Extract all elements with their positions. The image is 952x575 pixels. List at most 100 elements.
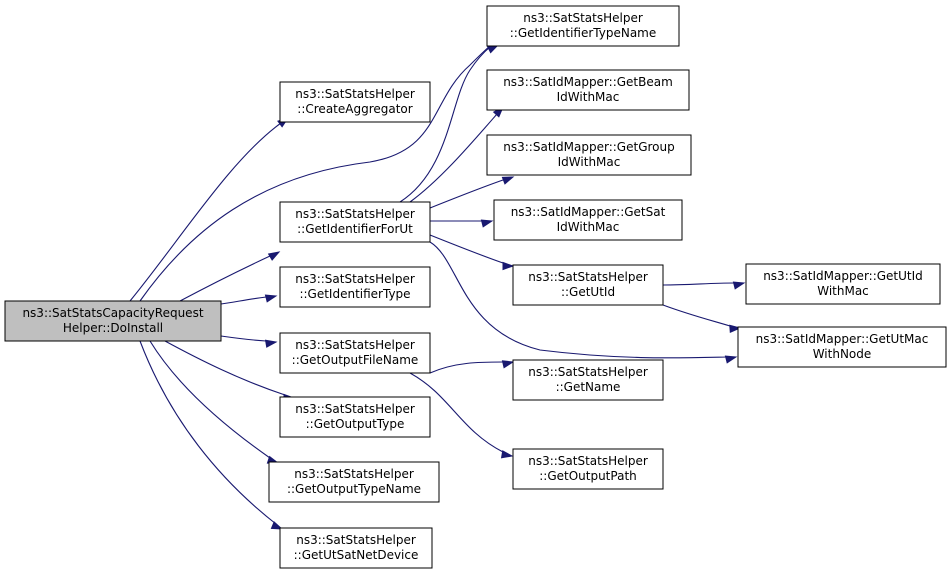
node-box bbox=[279, 332, 431, 374]
node-label-line: ::GetOutputTypeName bbox=[287, 482, 421, 496]
edge-line bbox=[139, 340, 277, 525]
node-getOutTypeName[interactable]: ns3::SatStatsHelper::GetOutputTypeName bbox=[268, 461, 440, 503]
node-label-line: ns3::SatStatsHelper bbox=[528, 270, 648, 284]
arrowhead-icon bbox=[267, 251, 281, 261]
edge-line bbox=[149, 340, 271, 459]
node-getIdType[interactable]: ns3::SatStatsHelper::GetIdentifierType bbox=[279, 266, 431, 308]
edge-getIdForUt-to-getUtId bbox=[429, 234, 515, 271]
edge-line bbox=[179, 255, 271, 302]
node-label-line: IdWithMac bbox=[557, 220, 620, 234]
edge-getOutFile-to-getOutPath bbox=[409, 372, 514, 459]
node-label-line: Helper::DoInstall bbox=[63, 321, 163, 335]
arrowhead-icon bbox=[480, 219, 494, 228]
node-label-line: ::GetOutputType bbox=[306, 417, 405, 431]
arrowhead-icon bbox=[724, 355, 738, 364]
node-getUtId[interactable]: ns3::SatStatsHelper::GetUtId bbox=[512, 264, 664, 306]
edge-getIdForUt-to-utMacNode bbox=[429, 241, 738, 364]
edge-line bbox=[409, 113, 498, 203]
node-getOutFile[interactable]: ns3::SatStatsHelper::GetOutputFileName bbox=[279, 332, 431, 374]
node-box bbox=[486, 134, 692, 176]
edge-line bbox=[129, 122, 282, 302]
node-getUtSat[interactable]: ns3::SatStatsHelper::GetUtSatNetDevice bbox=[279, 527, 433, 569]
node-box bbox=[737, 326, 947, 368]
node-label-line: ::GetOutputPath bbox=[539, 469, 637, 483]
node-label-line: ::GetIdentifierForUt bbox=[297, 222, 413, 236]
node-label-line: ::GetOutputFileName bbox=[292, 353, 419, 367]
node-box bbox=[745, 263, 941, 305]
node-getName[interactable]: ns3::SatStatsHelper::GetName bbox=[512, 359, 664, 401]
node-box bbox=[512, 448, 664, 490]
arrowhead-icon bbox=[729, 324, 742, 333]
node-box bbox=[279, 266, 431, 308]
edge-line bbox=[429, 361, 504, 374]
node-label-line: ::GetIdentifierTypeName bbox=[510, 26, 657, 40]
node-label-line: ::CreateAggregator bbox=[297, 102, 412, 116]
node-label-line: ns3::SatStatsHelper bbox=[294, 467, 414, 481]
edge-line bbox=[220, 335, 267, 342]
node-root[interactable]: ns3::SatStatsCapacityRequestHelper::DoIn… bbox=[4, 300, 222, 342]
node-label-line: ::GetIdentifierType bbox=[299, 287, 410, 301]
edge-getUtId-to-utIdMac bbox=[662, 281, 746, 290]
edge-line bbox=[220, 296, 267, 305]
node-getOutPath[interactable]: ns3::SatStatsHelper::GetOutputPath bbox=[512, 448, 664, 490]
node-layer: ns3::SatStatsCapacityRequestHelper::DoIn… bbox=[4, 5, 947, 569]
arrowhead-icon bbox=[264, 294, 278, 303]
node-label-line: ns3::SatStatsHelper bbox=[295, 402, 415, 416]
node-label-line: ns3::SatStatsHelper bbox=[528, 454, 648, 468]
arrowhead-icon bbox=[270, 521, 284, 530]
edge-root-to-createAgg bbox=[129, 117, 290, 302]
node-box bbox=[486, 69, 690, 111]
node-box bbox=[279, 81, 431, 123]
node-label-line: ::GetUtId bbox=[561, 285, 615, 299]
edge-root-to-getOutFile bbox=[220, 335, 278, 348]
edge-line bbox=[164, 340, 286, 396]
node-label-line: ns3::SatIdMapper::GetGroup bbox=[503, 140, 674, 154]
edge-line bbox=[409, 372, 504, 453]
edge-line bbox=[399, 46, 491, 203]
node-label-line: ns3::SatStatsHelper bbox=[296, 533, 416, 547]
node-label-line: ::GetName bbox=[556, 380, 621, 394]
node-box bbox=[4, 300, 222, 342]
node-label-line: ns3::SatIdMapper::GetSat bbox=[511, 205, 666, 219]
node-box bbox=[512, 359, 664, 401]
arrowhead-icon bbox=[501, 176, 515, 185]
edge-getIdForUt-to-sat bbox=[430, 219, 494, 228]
node-label-line: ns3::SatStatsCapacityRequest bbox=[22, 306, 203, 320]
edge-getOutFile-to-getName bbox=[429, 360, 515, 374]
edge-line bbox=[662, 304, 731, 327]
node-box bbox=[279, 396, 431, 438]
edge-line bbox=[662, 282, 735, 286]
edge-line bbox=[429, 179, 504, 209]
node-label-line: ns3::SatStatsHelper bbox=[295, 207, 415, 221]
node-label-line: ns3::SatStatsHelper bbox=[295, 338, 415, 352]
node-label-line: IdWithMac bbox=[558, 155, 621, 169]
node-getIdTypeName[interactable]: ns3::SatStatsHelper::GetIdentifierTypeNa… bbox=[486, 5, 680, 47]
node-label-line: ns3::SatStatsHelper bbox=[295, 87, 415, 101]
node-label-line: ns3::SatIdMapper::GetUtMac bbox=[756, 332, 929, 346]
node-label-line: ns3::SatStatsHelper bbox=[523, 11, 643, 25]
edge-line bbox=[139, 45, 491, 302]
node-box bbox=[512, 264, 664, 306]
edge-root-to-getUtSat bbox=[139, 340, 284, 530]
arrowhead-icon bbox=[501, 360, 515, 369]
edge-layer bbox=[129, 43, 746, 530]
edge-getIdForUt-to-group bbox=[429, 176, 515, 209]
node-label-line: WithMac bbox=[817, 284, 869, 298]
arrowhead-icon bbox=[500, 450, 514, 459]
node-createAgg[interactable]: ns3::SatStatsHelper::CreateAggregator bbox=[279, 81, 431, 123]
node-getIdForUt[interactable]: ns3::SatStatsHelper::GetIdentifierForUt bbox=[279, 201, 431, 243]
node-box bbox=[493, 199, 683, 241]
arrowhead-icon bbox=[732, 281, 746, 290]
edge-root-to-getOutType bbox=[164, 340, 296, 403]
node-label-line: ns3::SatStatsHelper bbox=[528, 365, 648, 379]
node-label-line: WithNode bbox=[813, 347, 872, 361]
edge-line bbox=[429, 234, 504, 264]
node-label-line: ::GetUtSatNetDevice bbox=[294, 548, 419, 562]
node-getOutType[interactable]: ns3::SatStatsHelper::GetOutputType bbox=[279, 396, 431, 438]
